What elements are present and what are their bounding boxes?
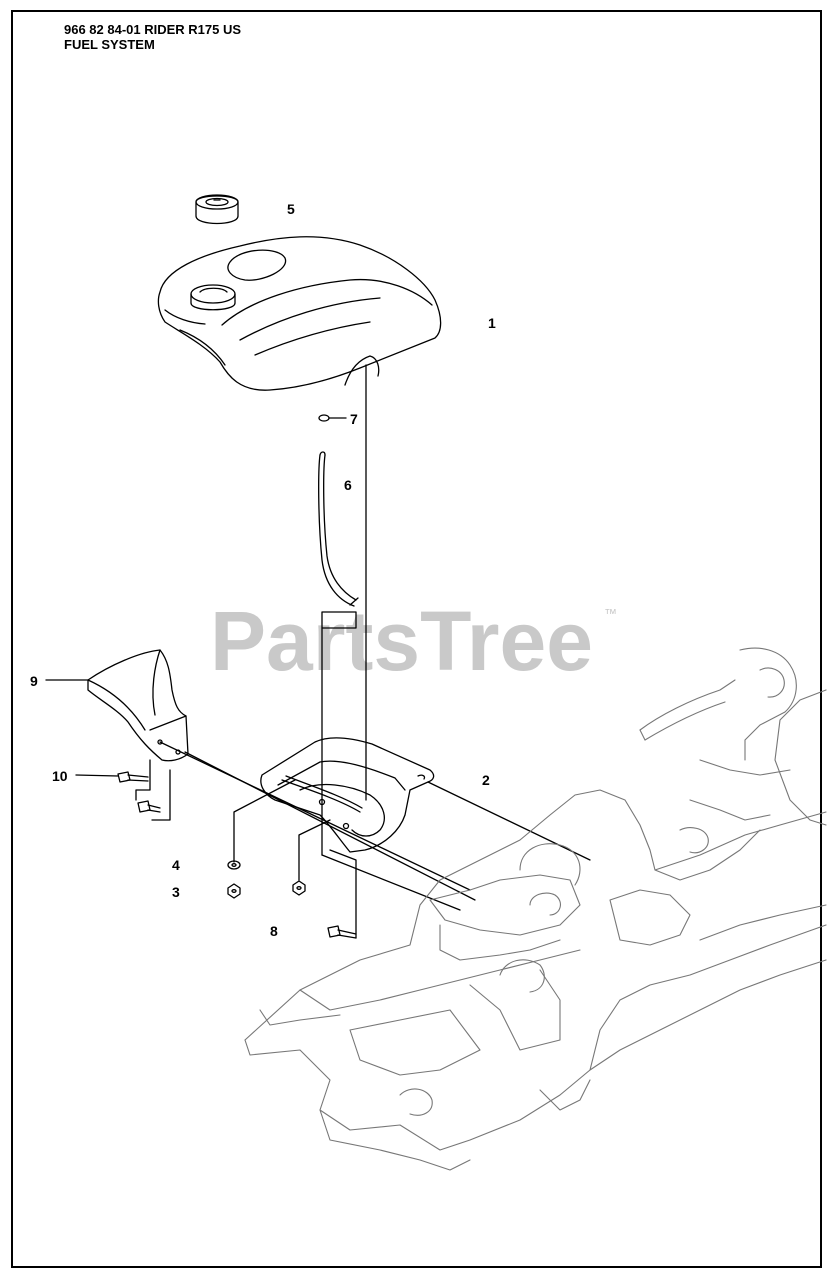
part-3-nut[interactable] [227, 883, 241, 899]
callout-6[interactable]: 6 [344, 477, 352, 493]
callout-7[interactable]: 7 [350, 411, 358, 427]
callout-labels: 1 2 3 4 5 6 7 8 9 10 [30, 201, 496, 939]
watermark-text: PartsTree [210, 594, 593, 688]
callout-8[interactable]: 8 [270, 923, 278, 939]
part-10-bolt-second[interactable] [137, 800, 161, 813]
part-9-shield[interactable] [87, 649, 189, 762]
callout-9[interactable]: 9 [30, 673, 38, 689]
diagram-frame [11, 10, 822, 1268]
callout-5[interactable]: 5 [287, 201, 295, 217]
callout-2[interactable]: 2 [482, 772, 490, 788]
callout-4[interactable]: 4 [172, 857, 180, 873]
part-5-fuel-cap[interactable] [195, 194, 239, 225]
part-8-bolt[interactable] [327, 925, 357, 939]
part-7-hose-clip[interactable] [318, 414, 347, 422]
watermark-tm: ™ [604, 606, 617, 621]
callout-3[interactable]: 3 [172, 884, 180, 900]
callout-1[interactable]: 1 [488, 315, 496, 331]
callout-leaders [45, 679, 119, 777]
part-3-nut-second[interactable] [292, 880, 306, 896]
callout-10[interactable]: 10 [52, 768, 68, 784]
mower-chassis-frame [244, 647, 827, 1171]
model-line: 966 82 84-01 RIDER R175 US [64, 22, 242, 37]
part-1-fuel-tank[interactable] [157, 236, 442, 391]
watermark: PartsTree ™ [210, 594, 617, 688]
diagram-header: 966 82 84-01 RIDER R175 US FUEL SYSTEM [64, 22, 241, 52]
part-10-bolt[interactable] [117, 771, 149, 783]
part-6-fuel-hose[interactable] [318, 451, 359, 607]
section-title: FUEL SYSTEM [64, 37, 155, 52]
hardware-leader-lines [135, 741, 591, 939]
